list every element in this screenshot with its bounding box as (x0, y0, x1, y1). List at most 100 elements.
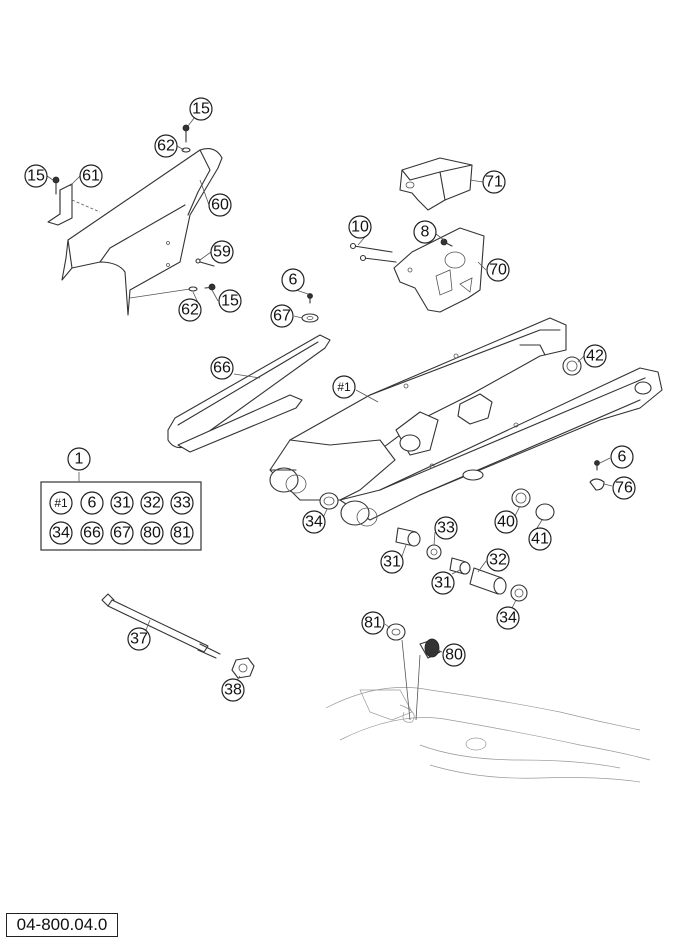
svg-text:8: 8 (421, 224, 430, 241)
ring-33 (426, 544, 442, 560)
chain-guard-part (61, 148, 223, 316)
svg-text:76: 76 (615, 480, 633, 497)
clip-76 (589, 478, 605, 491)
callout-76: 76 (612, 476, 636, 500)
spacer-80 (419, 638, 441, 659)
callout-41: 41 (528, 527, 552, 551)
svg-text:66: 66 (213, 360, 231, 377)
callout-38: 38 (221, 678, 245, 702)
callout-81: 81 (361, 611, 385, 635)
svg-text:32: 32 (489, 552, 507, 569)
svg-text:62: 62 (157, 138, 175, 155)
svg-text:34: 34 (305, 514, 323, 531)
kit-item-7: 66 (83, 525, 101, 542)
callout-15-left: 15 (24, 164, 48, 188)
frame-leader-lines (401, 639, 421, 721)
callout-6-right: 6 (610, 445, 634, 469)
kit-item-8: 67 (113, 525, 131, 542)
svg-text:67: 67 (273, 308, 291, 325)
axle-nut (231, 657, 255, 679)
svg-text:33: 33 (437, 520, 455, 537)
svg-text:62: 62 (181, 302, 199, 319)
svg-text:#1: #1 (337, 380, 351, 394)
svg-text:31: 31 (383, 554, 401, 571)
kit-item-6: 34 (52, 525, 70, 542)
swingarm-axle (101, 593, 221, 659)
kit-callout-1: 1 (67, 447, 91, 471)
callout-80: 80 (442, 643, 466, 667)
callout-32: 32 (486, 548, 510, 572)
callout-70: 70 (486, 258, 510, 282)
svg-text:59: 59 (213, 244, 231, 261)
svg-text:15: 15 (27, 168, 45, 185)
svg-text:6: 6 (618, 449, 627, 466)
svg-text:15: 15 (192, 101, 210, 118)
seal-34-right (510, 584, 528, 602)
bearing-31-b (449, 557, 471, 575)
sleeve-32 (469, 567, 507, 595)
chain-slider-part (167, 334, 331, 453)
bushing-42 (562, 356, 582, 376)
svg-text:37: 37 (130, 631, 148, 648)
svg-text:10: 10 (351, 219, 369, 236)
callout-15-bottom: 15 (218, 289, 242, 313)
washer-62-bottom (188, 286, 198, 292)
guard-bracket-part (47, 183, 73, 226)
kit-item-2: 6 (88, 495, 97, 512)
seal-34-left (319, 492, 339, 510)
callout-40: 40 (494, 510, 518, 534)
swingarm-part (269, 317, 663, 521)
callout-59: 59 (210, 240, 234, 264)
svg-text:31: 31 (434, 575, 452, 592)
callout-60: 60 (208, 193, 232, 217)
cap-41 (535, 503, 555, 521)
leader-lines (46, 108, 613, 683)
screws-10 (349, 242, 397, 263)
kit-item-9: 80 (143, 525, 161, 542)
callouts: 15 62 15 61 60 59 62 15 71 10 8 70 6 67 … (24, 97, 636, 702)
kit-item-3: 31 (113, 495, 131, 512)
kit-box: 1 #1 6 31 32 33 34 66 67 80 81 (40, 447, 202, 551)
svg-text:15: 15 (221, 293, 239, 310)
kit-label: 1 (75, 451, 84, 468)
spacer-81 (386, 623, 406, 641)
callout-swingarm: #1 (332, 375, 356, 399)
kit-item-1: #1 (54, 496, 68, 510)
svg-text:70: 70 (489, 262, 507, 279)
callout-62-top: 62 (154, 134, 178, 158)
screw-6-right (594, 460, 600, 471)
svg-text:61: 61 (82, 168, 100, 185)
callout-15-top: 15 (189, 97, 213, 121)
washer-62-top (181, 147, 191, 153)
callout-6-top: 6 (281, 268, 305, 292)
svg-text:40: 40 (497, 514, 515, 531)
screw-15-top (182, 124, 190, 143)
screw-15-bottom (204, 283, 216, 291)
svg-text:81: 81 (364, 615, 382, 632)
svg-text:71: 71 (485, 174, 503, 191)
svg-text:41: 41 (531, 531, 549, 548)
svg-text:80: 80 (445, 647, 463, 664)
svg-text:34: 34 (499, 610, 517, 627)
svg-text:6: 6 (289, 272, 298, 289)
pivot-bush-right (340, 500, 378, 527)
callout-31-a: 31 (380, 550, 404, 574)
callout-31-b: 31 (431, 571, 455, 595)
callout-34-right: 34 (496, 606, 520, 630)
svg-text:38: 38 (224, 682, 242, 699)
callout-34-left: 34 (302, 510, 326, 534)
callout-8: 8 (413, 220, 437, 244)
callout-42: 42 (583, 344, 607, 368)
kit-item-5: 33 (173, 495, 191, 512)
chain-guide-cover-part (399, 157, 473, 211)
callout-33: 33 (434, 516, 458, 540)
bearing-31-a (395, 527, 421, 547)
callout-10: 10 (348, 215, 372, 239)
callout-71: 71 (482, 170, 506, 194)
svg-text:42: 42 (586, 348, 604, 365)
diagram-code-label: 04-800.04.0 (6, 913, 118, 937)
kit-item-4: 32 (143, 495, 161, 512)
screw-59 (195, 258, 215, 267)
callout-66: 66 (210, 356, 234, 380)
